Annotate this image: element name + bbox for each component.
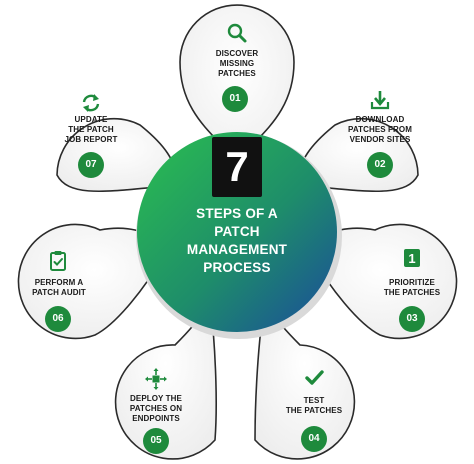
step-label-line: PATCHES ON	[129, 404, 183, 413]
step-label-line: PATCHES FROM	[347, 125, 412, 134]
step-02-badge: 02	[367, 152, 393, 178]
download-icon	[370, 91, 390, 110]
step-label-line: PRIORITIZE	[389, 278, 435, 287]
checkmark-icon	[305, 370, 324, 385]
step-label-line: THE PATCHES	[383, 288, 441, 297]
search-icon	[227, 23, 247, 43]
center-title-line: PROCESS	[203, 260, 271, 275]
step-label-line: JOB REPORT	[64, 135, 118, 144]
step-07-label: UPDATE THE PATCH JOB REPORT	[51, 115, 131, 145]
deploy-network-icon	[145, 368, 167, 390]
step-03-label: PRIORITIZE THE PATCHES	[370, 278, 454, 298]
step-05-label: DEPLOY THE PATCHES ON ENDPOINTS	[113, 394, 199, 424]
refresh-icon	[82, 94, 100, 112]
step-label-line: UPDATE	[74, 115, 108, 124]
center-title: STEPS OF A PATCH MANAGEMENT PROCESS	[158, 205, 316, 277]
clipboard-check-icon	[50, 251, 66, 271]
center-step-count: 7	[212, 137, 262, 197]
center-title-line: STEPS OF A	[196, 206, 278, 221]
step-06-label: PERFORM A PATCH AUDIT	[17, 278, 101, 298]
step-label-line: MISSING	[219, 59, 255, 68]
step-label-line: DEPLOY THE	[130, 394, 182, 403]
step-04-badge: 04	[301, 426, 327, 452]
petal-04	[254, 297, 356, 460]
center-title-line: MANAGEMENT	[186, 242, 288, 257]
step-label-line: TEST	[303, 396, 325, 405]
step-06-badge: 06	[45, 306, 71, 332]
center-circle	[137, 132, 337, 332]
step-01-label: DISCOVER MISSING PATCHES	[197, 49, 277, 79]
step-07-badge: 07	[78, 152, 104, 178]
petal-01	[179, 4, 295, 167]
step-01-badge: 01	[222, 86, 248, 112]
svg-text:1: 1	[408, 251, 415, 266]
step-label-line: DISCOVER	[215, 49, 259, 58]
step-label-line: PATCH AUDIT	[32, 288, 86, 297]
center-title-line: PATCH	[214, 224, 260, 239]
step-05-badge: 05	[143, 428, 169, 454]
number-one-icon: 1	[404, 249, 420, 267]
step-02-label: DOWNLOAD PATCHES FROM VENDOR SITES	[335, 115, 425, 145]
step-03-badge: 03	[399, 306, 425, 332]
step-label-line: PERFORM A	[34, 278, 84, 287]
step-04-label: TEST THE PATCHES	[274, 396, 354, 416]
step-label-line: ENDPOINTS	[132, 414, 180, 423]
step-label-line: VENDOR SITES	[349, 135, 411, 144]
step-label-line: DOWNLOAD	[355, 115, 405, 124]
step-label-line: PATCHES	[218, 69, 256, 78]
step-label-line: THE PATCH	[68, 125, 114, 134]
step-label-line: THE PATCHES	[285, 406, 343, 415]
